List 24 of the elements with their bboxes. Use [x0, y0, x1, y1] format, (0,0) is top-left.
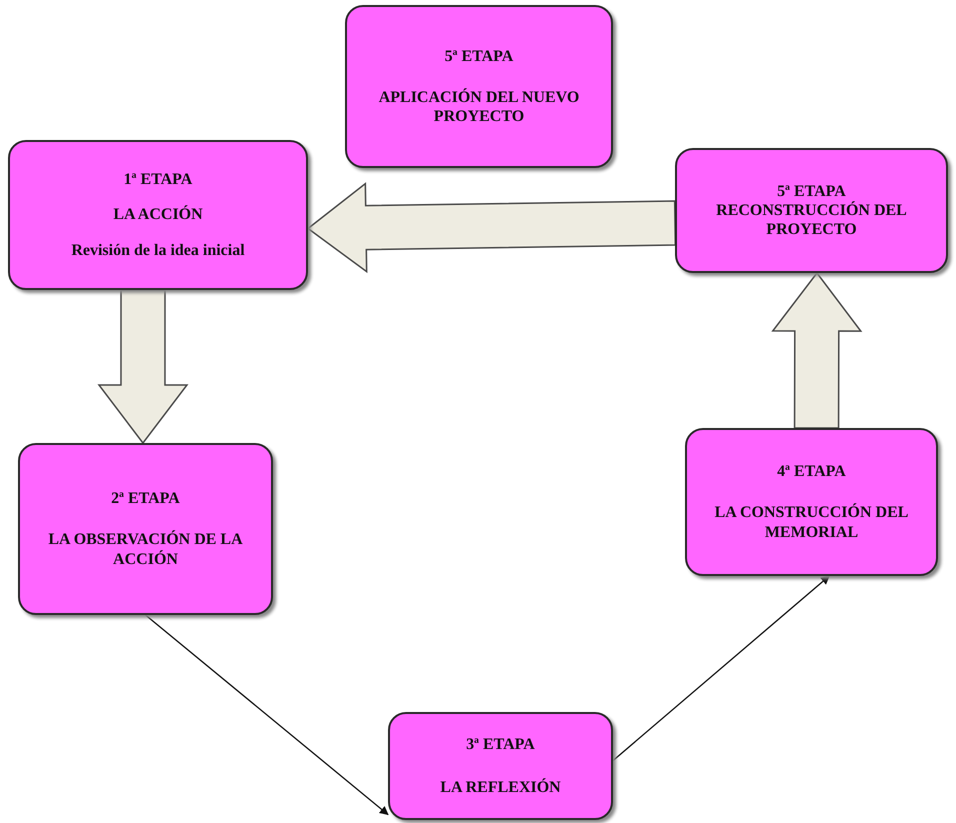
stage-number: 2ª ETAPA	[111, 489, 180, 508]
stage-box	[388, 712, 613, 820]
arrow	[612, 575, 830, 762]
stage-box	[675, 148, 948, 273]
stage-box	[8, 140, 308, 290]
stage-box	[685, 428, 938, 576]
stage-number: 1ª ETAPA	[124, 170, 192, 190]
stage-text: APLICACIÓN DEL NUEVO PROYECTO	[378, 88, 580, 126]
stage-text: LA ACCIÓN	[113, 205, 203, 225]
stage-number: 5ª ETAPA	[444, 46, 514, 66]
arrow	[145, 614, 389, 816]
block-arrow	[97, 289, 188, 444]
stage-text: LA CONSTRUCCIÓN DEL MEMORIAL	[714, 503, 910, 542]
stage-text: LA OBSERVACIÓN DE LA ACCIÓN	[47, 530, 244, 569]
stage-number: 3ª ETAPA	[466, 734, 535, 754]
stage-box	[345, 5, 613, 168]
stage-text: RECONSTRUCCIÓN DEL PROYECTO	[715, 200, 908, 240]
block-arrow	[771, 272, 862, 429]
stage-number: 4ª ETAPA	[777, 462, 846, 482]
stage-number: 5ª ETAPA	[777, 182, 846, 201]
stage-box	[18, 443, 273, 615]
stage-text: LA REFLEXIÓN	[440, 778, 561, 798]
stage-text: Revisión de la idea inicial	[71, 240, 245, 260]
block-arrow	[306, 182, 676, 274]
